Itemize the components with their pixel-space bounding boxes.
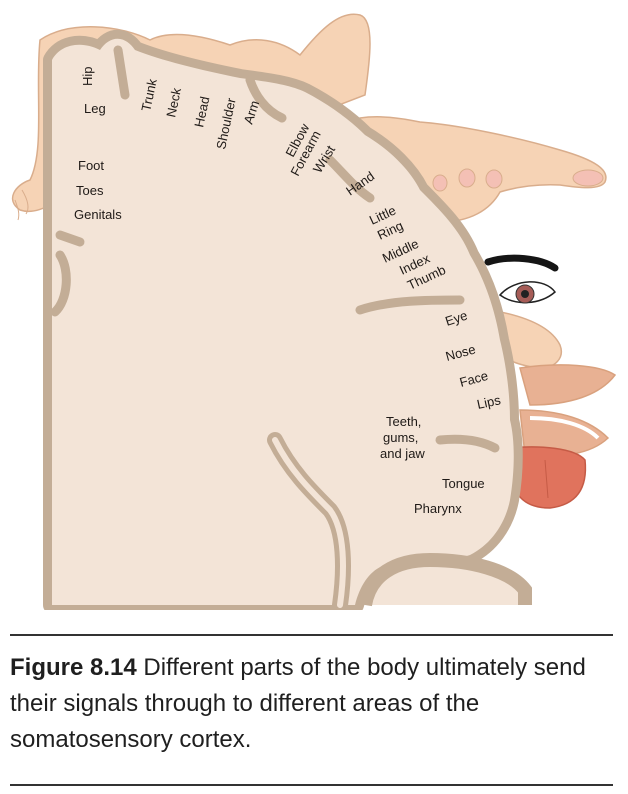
- label-hip: Hip: [80, 66, 95, 86]
- label-foot: Foot: [78, 158, 104, 173]
- figure-caption: Figure 8.14 Different parts of the body …: [10, 650, 616, 758]
- caption-top-rule: [10, 634, 613, 636]
- label-genitals: Genitals: [74, 207, 122, 222]
- caption-bottom-rule: [10, 784, 613, 786]
- label-teeth-line3: and jaw: [380, 446, 425, 461]
- caption-label: Figure 8.14: [10, 654, 137, 681]
- label-head: Head: [191, 95, 212, 129]
- somatosensory-homunculus-diagram: Hip Leg Foot Toes Genitals Trunk Neck He…: [11, 13, 617, 610]
- tongue-illustration: [509, 446, 587, 509]
- label-trunk: Trunk: [138, 77, 160, 113]
- label-pharynx: Pharynx: [414, 501, 462, 516]
- label-teeth-line2: gums,: [383, 430, 418, 445]
- label-eye: Eye: [443, 308, 469, 329]
- label-lips: Lips: [476, 392, 503, 412]
- label-arm: Arm: [241, 99, 263, 126]
- caption-text: Different parts of the body ultimately s…: [10, 654, 586, 753]
- label-neck: Neck: [163, 86, 184, 119]
- label-toes: Toes: [76, 183, 104, 198]
- label-face: Face: [458, 368, 490, 390]
- cortex-section: [43, 29, 532, 610]
- label-teeth-line1: Teeth,: [386, 414, 421, 429]
- label-tongue: Tongue: [442, 476, 485, 491]
- label-leg: Leg: [84, 101, 106, 116]
